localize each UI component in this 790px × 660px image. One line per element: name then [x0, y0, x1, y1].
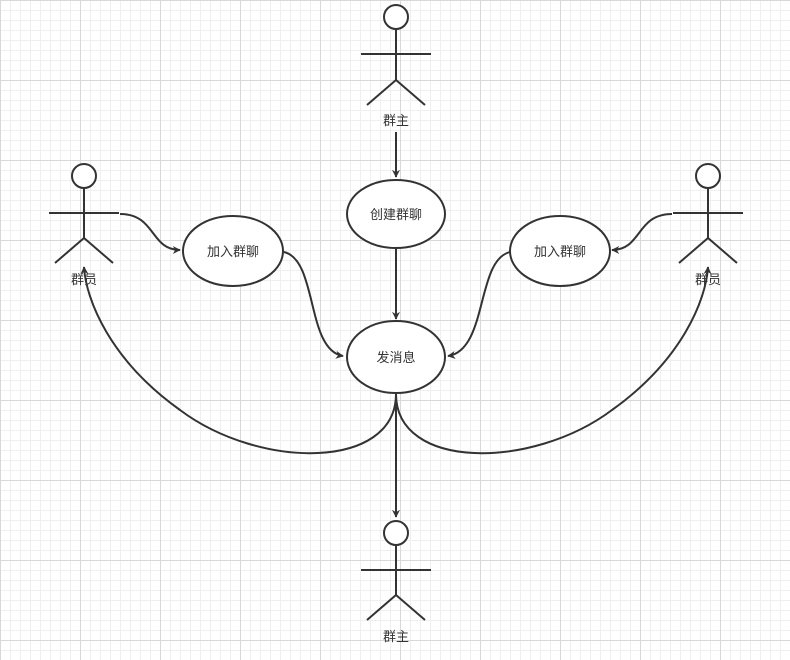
edge-send-to-member-left [80, 266, 397, 455]
actor-owner-bottom-label: 群主 [383, 630, 409, 645]
actor-member-right-label: 群员 [695, 273, 721, 288]
actor-owner-top: 群主 [361, 4, 431, 129]
usecase-join-left[interactable]: 加入群聊 [182, 215, 284, 287]
usecase-join-right[interactable]: 加入群聊 [509, 215, 611, 287]
usecase-create-group[interactable]: 创建群聊 [346, 179, 446, 249]
edge-join-right-to-send [447, 251, 511, 359]
usecase-create-group-label: 创建群聊 [370, 208, 422, 223]
usecase-join-right-label: 加入群聊 [534, 245, 586, 260]
usecase-join-left-label: 加入群聊 [207, 245, 259, 260]
usecase-send-message[interactable]: 发消息 [346, 320, 446, 394]
edge-member-right-to-join [611, 213, 673, 254]
edge-send-to-member-right [395, 266, 712, 455]
edges [80, 132, 712, 518]
actor-member-right: 群员 [673, 163, 743, 288]
actor-owner-bottom: 群主 [361, 520, 431, 645]
usecase-send-message-label: 发消息 [376, 350, 415, 366]
edge-member-left-to-join [119, 213, 181, 254]
actor-member-left-label: 群员 [71, 273, 97, 288]
actor-member-left: 群员 [49, 163, 119, 288]
edge-join-left-to-send [283, 251, 344, 359]
actor-owner-top-label: 群主 [383, 114, 409, 129]
